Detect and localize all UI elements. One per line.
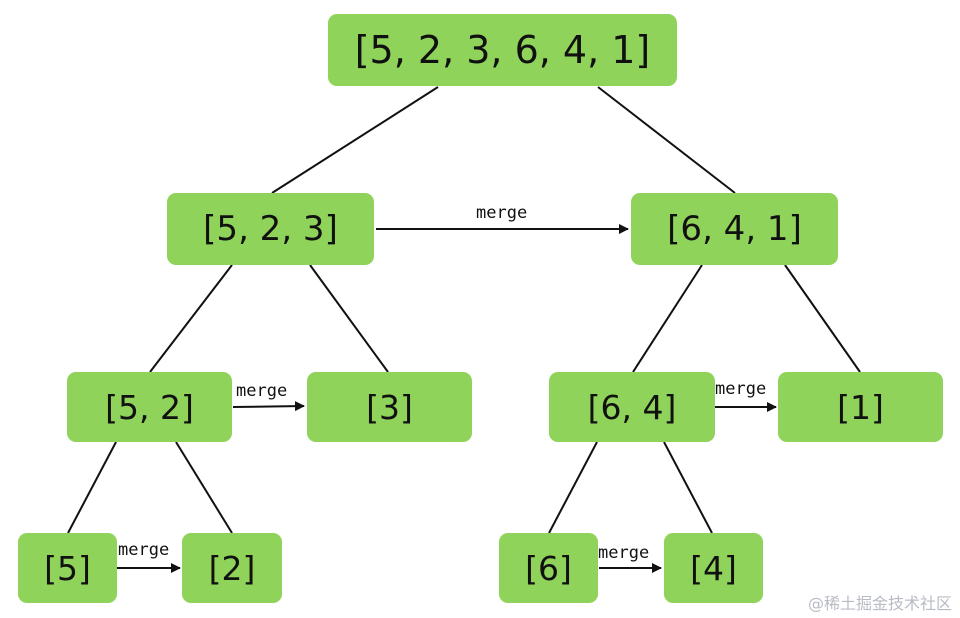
edge-left-leftleft <box>149 264 233 373</box>
merge-arrow-level2-left <box>232 401 305 412</box>
merge-label-level3-left: merge <box>118 540 170 560</box>
merge-label-level3-right: merge <box>598 543 650 563</box>
node-root: [5, 2, 3, 6, 4, 1] <box>328 14 677 86</box>
node-leaf-6-label: [6] <box>525 548 572 588</box>
node-leaf-4-label: [4] <box>690 548 737 588</box>
merge-label-level2-left: merge <box>236 381 288 401</box>
edge-left-leftright <box>309 264 389 373</box>
node-left-right: [3] <box>307 372 472 442</box>
node-right-label: [6, 4, 1] <box>667 209 802 249</box>
edge-root-right <box>597 86 736 194</box>
edge-right-rightleft <box>632 264 703 373</box>
node-left-right-label: [3] <box>366 387 413 427</box>
node-leaf-5: [5] <box>18 533 117 603</box>
merge-label-level1: merge <box>476 203 528 223</box>
node-right: [6, 4, 1] <box>631 193 838 265</box>
edge-right-rightright <box>784 264 861 373</box>
node-root-label: [5, 2, 3, 6, 4, 1] <box>354 28 651 72</box>
node-left-left-label: [5, 2] <box>105 387 194 427</box>
watermark-text: @稀土掘金技术社区 <box>807 594 952 613</box>
node-leaf-5-label: [5] <box>44 548 91 588</box>
edge-leftleft-leaf2 <box>175 441 233 534</box>
edge-root-left <box>271 86 439 194</box>
node-leaf-2: [2] <box>182 533 282 603</box>
node-right-left: [6, 4] <box>549 372 715 442</box>
node-right-left-label: [6, 4] <box>587 387 677 427</box>
node-leaf-6: [6] <box>499 533 598 603</box>
node-right-right: [1] <box>778 372 943 442</box>
node-left: [5, 2, 3] <box>167 193 374 265</box>
edge-rightleft-leaf4 <box>663 441 713 534</box>
node-leaf-4: [4] <box>664 533 763 603</box>
node-leaf-2-label: [2] <box>208 548 256 588</box>
node-left-label: [5, 2, 3] <box>203 209 338 249</box>
edge-leftleft-leaf5 <box>67 441 117 534</box>
edge-rightleft-leaf6 <box>548 441 598 534</box>
merge-label-level2-right: merge <box>715 379 767 399</box>
node-right-right-label: [1] <box>837 387 884 427</box>
node-left-left: [5, 2] <box>67 372 232 442</box>
